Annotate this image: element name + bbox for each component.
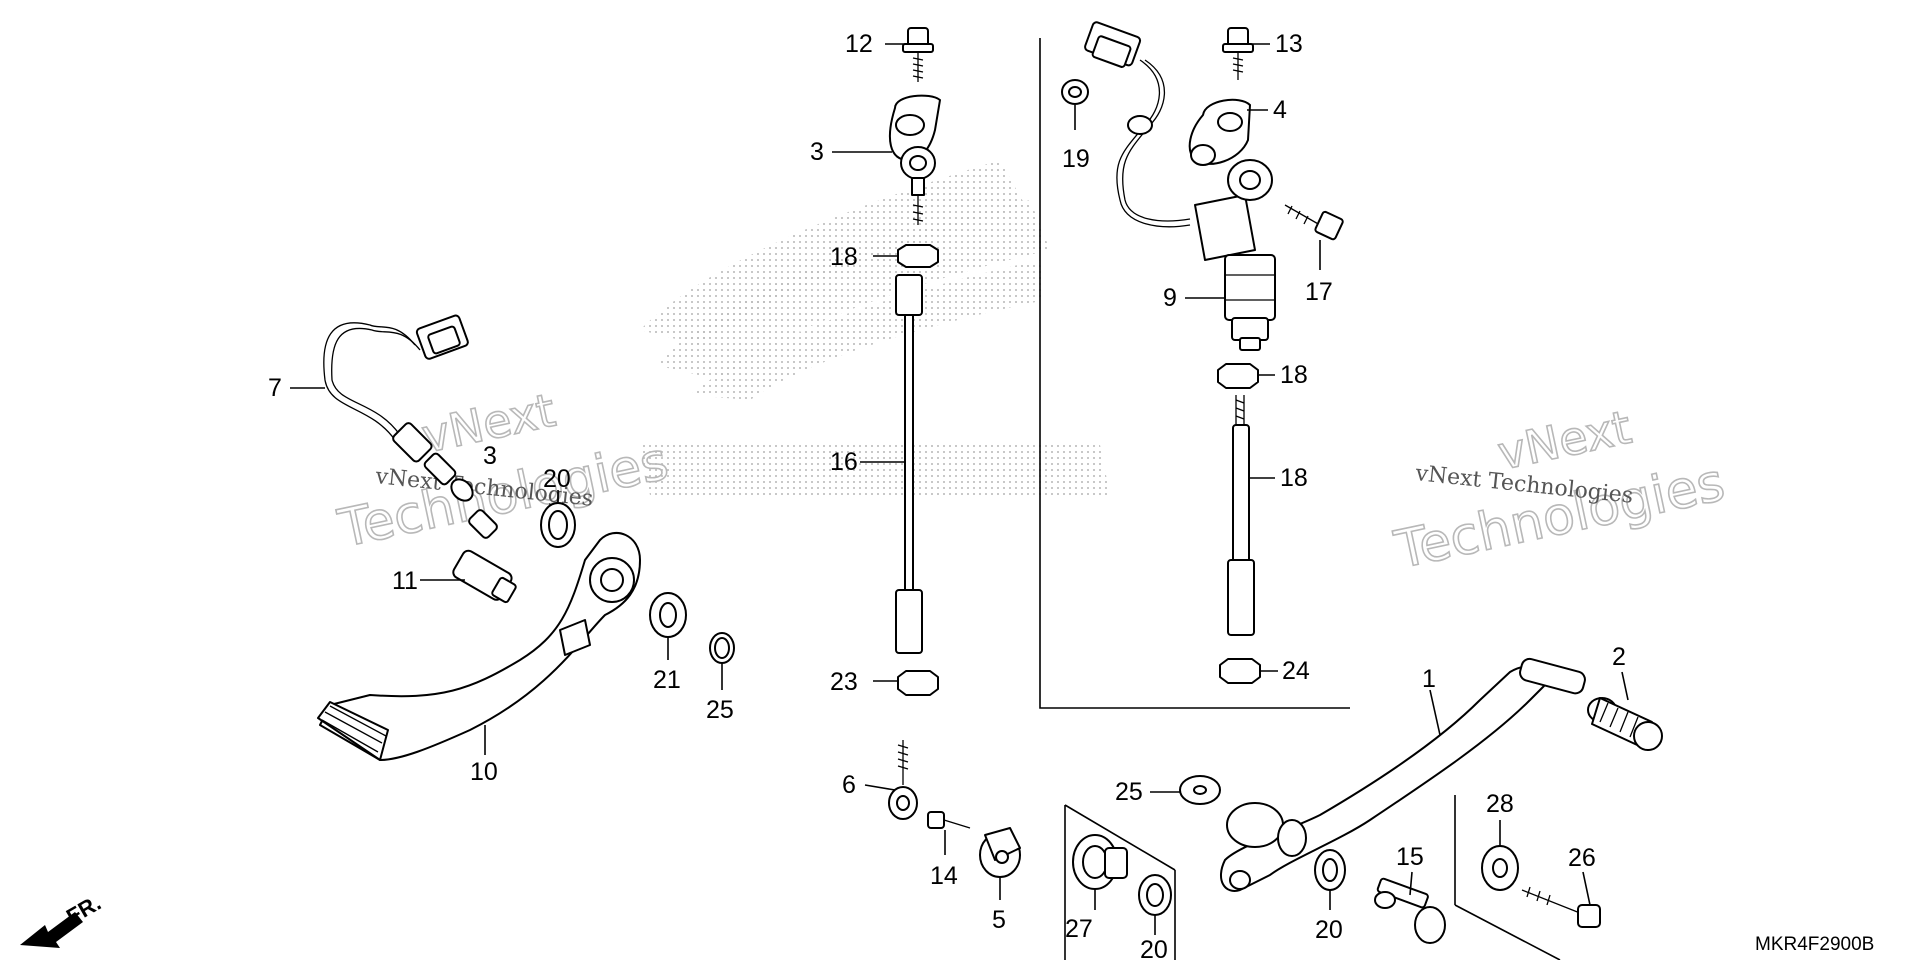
part-shift-arm-3 xyxy=(888,94,941,225)
front-direction-arrow: FR. xyxy=(20,890,105,948)
part-bolt-14 xyxy=(1374,877,1446,944)
part-nut-19 xyxy=(1061,79,1089,105)
callout-3: 3 xyxy=(810,138,824,166)
part-bolt-26 xyxy=(1521,886,1601,928)
part-washer-20-bottom xyxy=(1138,874,1172,916)
callout-23: 23 xyxy=(830,668,858,696)
callout-1: 1 xyxy=(1422,665,1436,693)
callout-4: 4 xyxy=(1273,96,1287,124)
part-nut-23-left xyxy=(897,670,939,696)
callout-14: 15 xyxy=(1396,843,1424,871)
callout-12: 12 xyxy=(845,30,873,58)
callout-16: 16 xyxy=(830,448,858,476)
part-pedal-rubber-2 xyxy=(1587,697,1663,751)
callout-18: 18 xyxy=(1280,361,1308,389)
part-washer-28 xyxy=(1481,845,1519,891)
callout-18: 18 xyxy=(830,243,858,271)
brand-wing-watermark xyxy=(640,160,1110,495)
callout-3: 3 xyxy=(483,442,497,470)
callout-20: 20 xyxy=(1140,936,1168,960)
part-seal-3-left xyxy=(468,509,498,539)
part-brake-switch-wire-7 xyxy=(323,314,474,502)
callout-19: 19 xyxy=(1062,145,1090,173)
callout-17: 18 xyxy=(1280,464,1308,492)
callout-10: 10 xyxy=(470,758,498,786)
part-brake-switch-11 xyxy=(452,549,517,604)
callout-9: 9 xyxy=(1163,284,1177,312)
part-pivot-bolt-27 xyxy=(1072,834,1128,890)
part-brake-pedal-10 xyxy=(317,531,641,761)
diagram-code: MKR4F2900B xyxy=(1755,934,1874,955)
part-shift-pedal-1 xyxy=(1220,657,1586,892)
callouts: 12 3 18 16 23 13 19 4 17 9 18 18 24 7 3 … xyxy=(268,30,1626,960)
callout-24: 25 xyxy=(1115,778,1143,806)
part-bolt-15 xyxy=(1284,204,1344,241)
part-bolt-13 xyxy=(927,811,971,829)
part-washer-20-left xyxy=(540,502,576,548)
callout-25: 25 xyxy=(706,696,734,724)
callout-7: 7 xyxy=(268,374,282,402)
part-bolt-12-right xyxy=(1222,27,1254,80)
part-nut-18-left xyxy=(897,244,939,268)
part-rod-16 xyxy=(895,274,923,654)
callout-27: 27 xyxy=(1065,915,1093,943)
part-rod-17 xyxy=(1227,395,1255,636)
part-washer-21 xyxy=(649,592,687,638)
part-nut-18-right xyxy=(1217,363,1259,389)
callout-20: 20 xyxy=(1315,916,1343,944)
part-nut-23-right xyxy=(1219,658,1261,684)
callout-23: 24 xyxy=(1282,657,1310,685)
callout-13: 14 xyxy=(930,862,958,890)
callout-26: 26 xyxy=(1568,844,1596,872)
callout-20: 20 xyxy=(543,465,571,493)
callout-28: 28 xyxy=(1486,790,1514,818)
part-clip-25 xyxy=(709,632,735,664)
callout-12: 13 xyxy=(1275,30,1303,58)
part-washer-20-pedal xyxy=(1314,849,1346,891)
callout-15: 17 xyxy=(1305,278,1333,306)
part-ball-joint-6 xyxy=(888,740,918,820)
callout-21: 21 xyxy=(653,666,681,694)
svg-text:vNext: vNext xyxy=(1493,400,1636,481)
callout-6: 6 xyxy=(842,771,856,799)
leader-lines xyxy=(290,43,1629,935)
part-shift-arm-4 xyxy=(1188,98,1251,166)
part-quickshifter-9 xyxy=(1084,21,1276,351)
callout-2: 2 xyxy=(1612,643,1626,671)
part-bolt-12-left xyxy=(902,27,934,82)
callout-5: 5 xyxy=(992,906,1006,934)
section-frame-lines xyxy=(1039,38,1561,960)
callout-11: 11 xyxy=(392,567,418,595)
part-pivot-5 xyxy=(979,827,1021,878)
part-washer-24 xyxy=(1179,775,1221,805)
